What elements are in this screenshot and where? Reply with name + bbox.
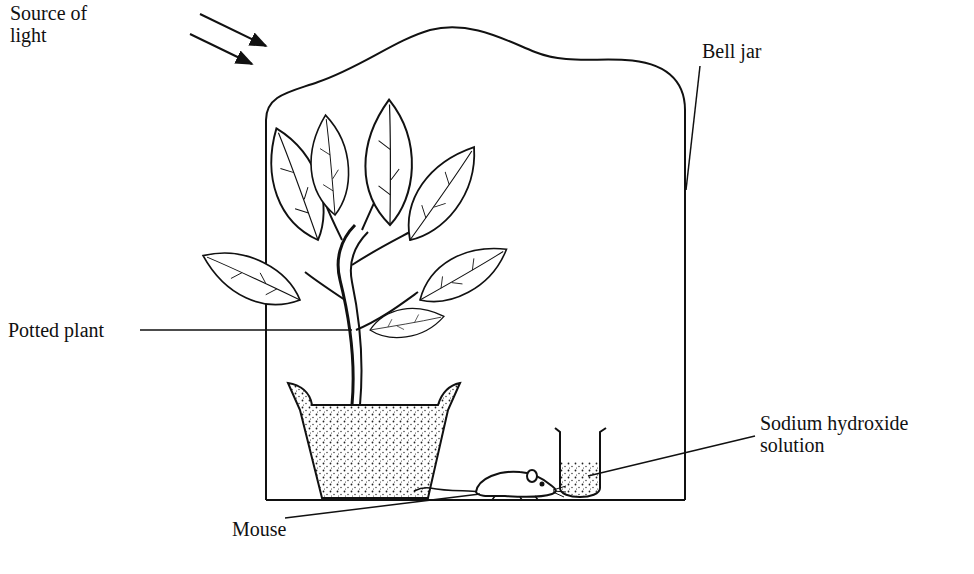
bell-jar [266, 27, 685, 500]
bell-jar-label: Bell jar [702, 40, 842, 62]
mouse-body [476, 472, 556, 497]
leaf [395, 134, 488, 253]
leaf-vein [317, 146, 342, 192]
leaf-vein [370, 311, 441, 335]
leaf [359, 98, 417, 227]
leaf-blade [411, 230, 515, 318]
leader-line [285, 494, 480, 518]
leaf-blade [395, 134, 488, 253]
leaf [411, 230, 515, 318]
leaf-vein [230, 264, 280, 298]
plant-branch [352, 232, 410, 265]
mouse-tail [414, 488, 478, 492]
leaf-blade [194, 242, 308, 316]
leaf-vein [375, 139, 402, 196]
leaf-vein [380, 105, 400, 225]
base-plate [266, 499, 685, 501]
leaf [367, 299, 447, 346]
sodium-hydroxide-solution [561, 462, 599, 496]
mouse-eye [541, 483, 544, 486]
leaf-blade [302, 113, 357, 218]
leaf [302, 113, 357, 218]
mouse-whiskers [553, 486, 566, 497]
light-arrow [200, 14, 266, 46]
leader-line [686, 66, 700, 190]
leaf-vein [318, 119, 343, 215]
leaf-vein [420, 245, 503, 307]
leaf-blade [367, 299, 447, 346]
leaf-vein [204, 257, 303, 300]
plant-pot [288, 383, 460, 498]
mouse-label: Mouse [232, 518, 332, 540]
light-source-label: Source of light [10, 2, 110, 46]
leaf-vein [417, 170, 459, 223]
light-arrow [190, 34, 252, 64]
leader-line [140, 329, 352, 331]
leaf-vein [436, 256, 482, 296]
leaf-vein [410, 146, 472, 244]
plant-stem [351, 232, 368, 405]
leader-line [588, 436, 755, 476]
plant-label: Potted plant [8, 319, 138, 341]
leaf-vein [386, 312, 421, 333]
solution-label: Sodium hydroxide solution [760, 412, 940, 456]
mouse-feet [492, 496, 538, 500]
leaf [194, 242, 308, 316]
plant-branch [305, 272, 345, 300]
plant-stem [338, 225, 355, 405]
leaf-blade [359, 98, 417, 227]
mouse-ear [527, 470, 537, 482]
